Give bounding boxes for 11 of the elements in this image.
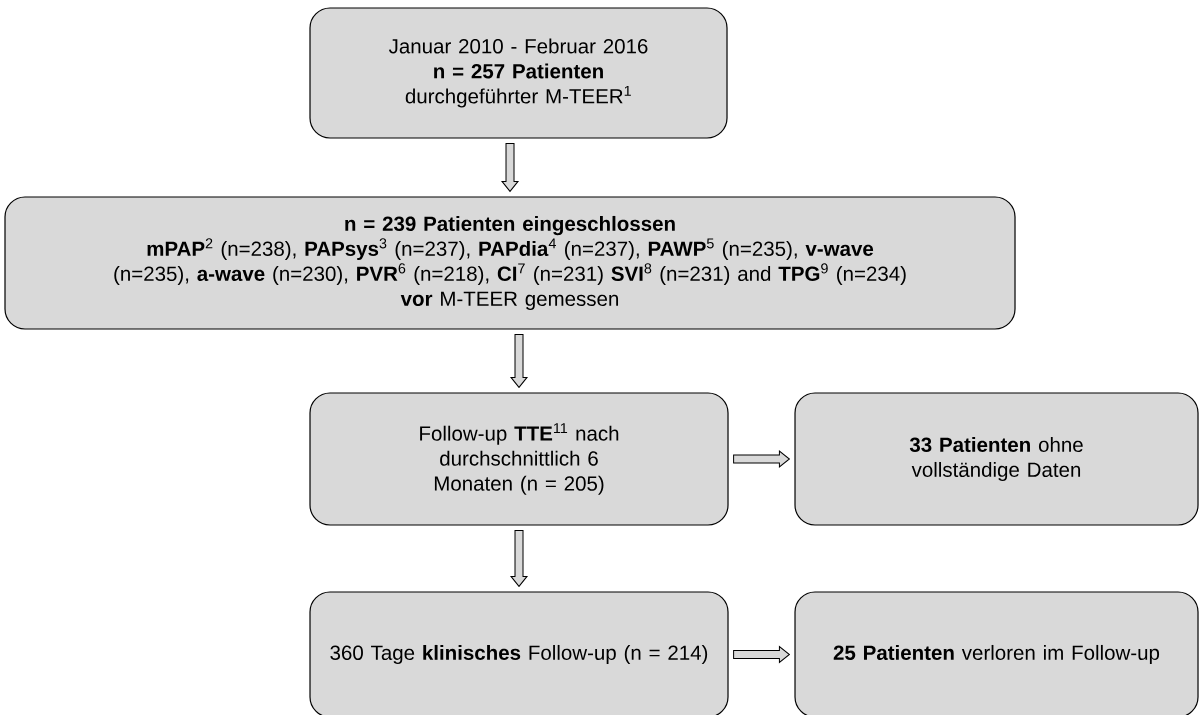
block-arrow [501, 143, 519, 192]
block-arrow [510, 530, 528, 587]
process-box: Follow-up TTE$^{11}$ nach durchschnittlich 6 Monaten (n = 205) [309, 392, 729, 526]
exclusion-box: 25 Patienten verloren im Follow-up [794, 591, 1199, 715]
block-arrow [510, 334, 528, 388]
block-arrow [733, 646, 790, 663]
process-box: Januar 2010 - Februar 2016 n = 257 Patienten durchgeführter M-TEER$^{1}$ [309, 7, 728, 139]
exclusion-box: 33 Patienten ohne vollständige Daten [794, 392, 1199, 526]
process-box: n = 239 Patienten eingeschlossen mPAP$^{2}$ (n=238), PAPsys$^{3}$ (n=237), PAPdia$^{4}$ (n=237), PAWP$^{5}$ (n=235), v-wave (n=235), a-wave (n=230), PVR$^{6}$ (n=218), CI$^{7}$ (n=231) SVI$^{8}$ (n=231) and TPG$^{9}$ (n=234) vor M-TEER gemessen [4, 196, 1016, 330]
block-arrow [733, 450, 790, 468]
process-box: 360 Tage klinisches Follow-up (n = 214) [309, 591, 729, 715]
